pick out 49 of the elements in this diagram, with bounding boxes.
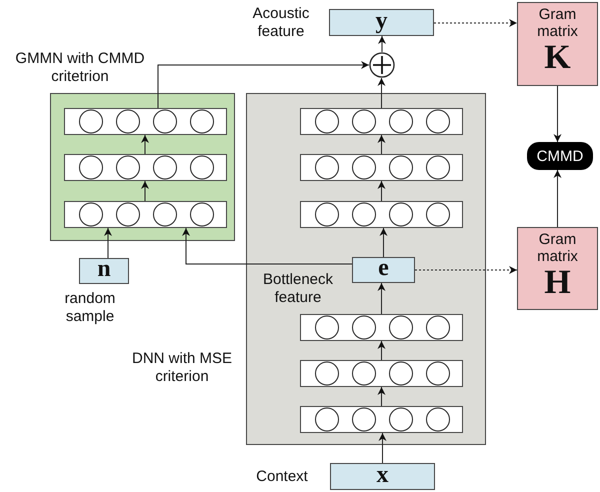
- neuron-layer: [300, 314, 463, 341]
- arrow: [554, 170, 562, 228]
- sum-operator-circle: [369, 52, 395, 78]
- vector-box: [330, 463, 435, 490]
- neuron-layer: [300, 360, 463, 387]
- node-caption: Context: [255, 468, 309, 486]
- arrow: [104, 228, 112, 258]
- vector-box: [352, 257, 415, 283]
- matrix-symbol: K: [544, 40, 571, 76]
- vector-box: [329, 9, 434, 36]
- arrow: [378, 282, 386, 314]
- arrow: [141, 180, 149, 202]
- panel-heading: GMMN with CMMD critetrion: [15, 50, 145, 86]
- gram-matrix-box: [517, 227, 598, 310]
- arrow: [414, 266, 518, 274]
- arrow: [158, 61, 370, 108]
- matrix-symbol: H: [544, 265, 571, 301]
- arrow: [141, 134, 149, 154]
- node-caption: Acoustic feature: [252, 5, 310, 41]
- neuron-layer: [64, 201, 227, 228]
- node-caption: Bottleneck feature: [262, 271, 334, 307]
- variable-symbol: e: [378, 256, 389, 280]
- loss-box: CMMD: [527, 142, 593, 170]
- neuron-layer: [300, 154, 463, 181]
- gram-matrix-box: [517, 2, 598, 86]
- neuron-layer: [300, 108, 463, 135]
- vector-box: [79, 258, 129, 284]
- variable-symbol: y: [376, 8, 388, 32]
- neuron-layer: [64, 154, 227, 181]
- arrow: [378, 78, 386, 108]
- arrow: [378, 386, 386, 406]
- arrow: [182, 228, 352, 264]
- arrow: [378, 180, 386, 202]
- box-label: Gram matrix: [536, 6, 579, 40]
- arrow: [378, 432, 386, 464]
- arrow: [378, 340, 386, 360]
- arrow: [380, 228, 388, 258]
- arrow: [378, 36, 386, 52]
- panel-heading: DNN with MSE criterion: [130, 350, 233, 386]
- arrow: [434, 19, 518, 27]
- neuron-layer: [300, 406, 463, 433]
- arrow: [554, 86, 562, 142]
- neuron-layer: [64, 108, 227, 135]
- node-caption: random sample: [64, 290, 116, 326]
- arrow: [378, 134, 386, 154]
- variable-symbol: x: [376, 462, 388, 486]
- box-label: Gram matrix: [536, 231, 579, 265]
- variable-symbol: n: [97, 257, 111, 281]
- neuron-layer: [300, 201, 463, 228]
